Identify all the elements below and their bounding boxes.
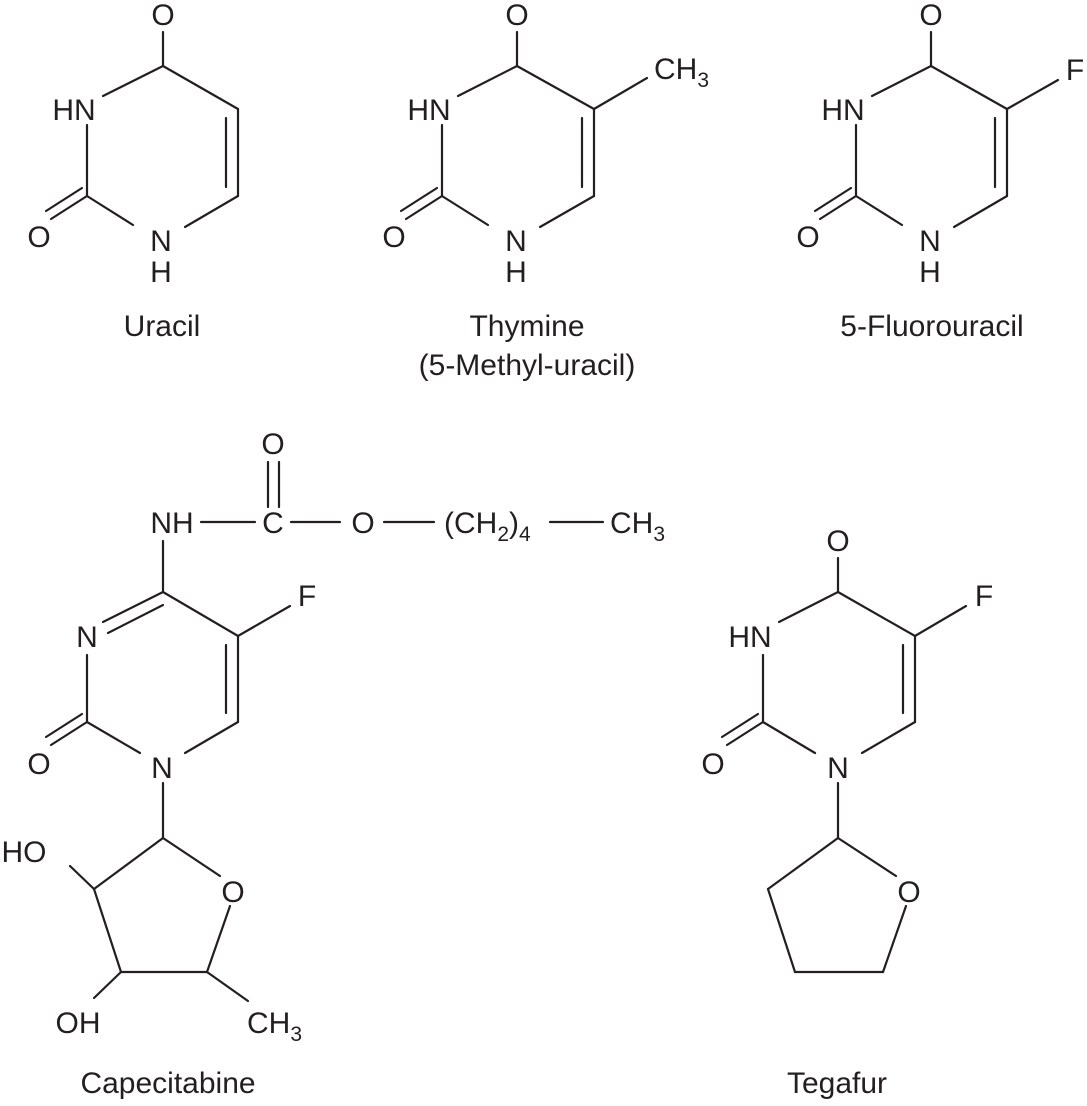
subscript-3: 3 [697,69,709,92]
tegafur-bonds [720,556,968,974]
atom-o: O [826,525,849,558]
hydroxyl-ho: HO [2,836,47,869]
atom-ch: CH [247,1007,290,1040]
atom-o: O [919,0,942,32]
atom-o: O [27,221,50,254]
subscript-4: 4 [519,523,531,546]
atom-ch: CH [610,507,653,540]
uracil-label: Uracil [124,310,201,343]
uracil-structure: O HN O N H Uracil [27,0,240,343]
sugar-methyl: CH3 [247,1007,302,1046]
atom-hn: HN [407,94,450,127]
thymine-structure: O CH3 HN O N H Thymine (5-Methyl-uracil) [382,0,709,382]
atom-o: O [351,507,374,540]
atom-o: O [221,876,244,909]
atom-o: O [27,748,50,781]
thymine-label: Thymine [469,310,584,343]
capecitabine-bonds [44,460,605,1003]
atom-hn: HN [821,94,864,127]
atom-n: N [919,225,941,258]
atom-h: H [505,256,527,289]
atom-o: O [897,876,920,909]
capecitabine-label: Capecitabine [80,1067,255,1100]
uracil-bonds [44,30,240,229]
atom-n: N [505,225,527,258]
thymine-subtitle: (5-Methyl-uracil) [419,349,636,382]
subscript-3: 3 [653,523,665,546]
atom-n: N [151,752,173,785]
atom-h: H [150,256,172,289]
atom-o: O [261,428,284,461]
paren-close: ) [509,507,519,540]
fluorouracil-bonds [813,30,1060,229]
atom-hn: HN [728,621,771,654]
atom-f: F [975,580,993,613]
atom-o: O [701,748,724,781]
atom-nh: NH [150,507,193,540]
pentyl-chain: (CH2)4 [444,507,531,546]
atom-f: F [298,580,316,613]
tegafur-structure: O F HN O N O Tegafur [701,525,993,1100]
atom-n: N [76,621,98,654]
atom-ch: CH [654,53,697,86]
atom-hn: HN [52,94,95,127]
hydroxyl-oh: OH [56,1007,101,1040]
subscript-3: 3 [290,1023,302,1046]
atom-n: N [827,752,849,785]
atom-o: O [382,221,405,254]
atom-h: H [919,256,941,289]
thymine-bonds [399,30,649,229]
atom-o: O [151,0,174,32]
atom-o: O [796,221,819,254]
terminal-methyl: CH3 [610,507,665,546]
atom-n: N [150,225,172,258]
fluorouracil-structure: O F HN O N H 5-Fluorouracil [796,0,1084,343]
methyl-group: CH3 [654,53,709,92]
tegafur-label: Tegafur [787,1067,887,1100]
subscript-2: 2 [497,523,509,546]
atom-ch2-open: (CH [444,507,497,540]
atom-f: F [1066,54,1084,87]
fluorouracil-label: 5-Fluorouracil [840,310,1023,343]
capecitabine-structure: O NH C O (CH2)4 CH3 F N O N O HO OH CH3 … [2,428,666,1100]
atom-o: O [505,0,528,32]
atom-c: C [262,507,284,540]
